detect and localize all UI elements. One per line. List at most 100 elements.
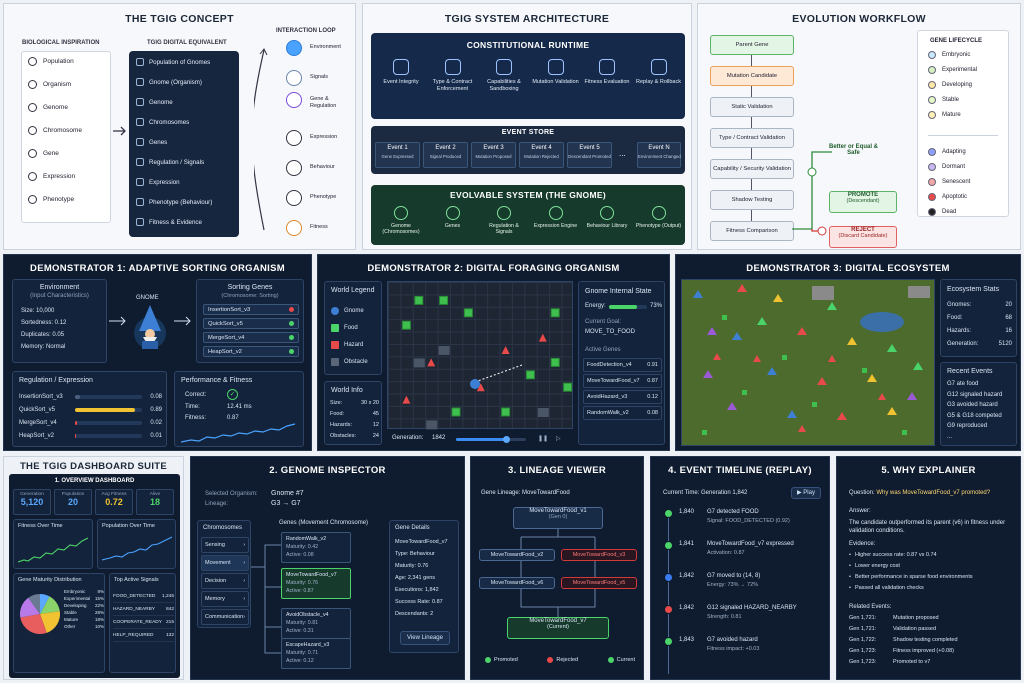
runtime-label: Capabilities & Sandboxing [487, 79, 521, 92]
chromosome-item[interactable]: Communication› [201, 609, 249, 625]
stats-title: Ecosystem Stats [947, 286, 1000, 293]
sorting-gene[interactable]: InsertionSort_v3 [203, 304, 299, 315]
related-event[interactable]: Gen 1,722:Shadow testing completed [849, 637, 1017, 648]
perf-title: Performance & Fitness [181, 377, 253, 384]
rock [908, 286, 930, 298]
sorting-gene[interactable]: QuickSort_v5 [203, 318, 299, 329]
evolvable-title: EVOLVABLE SYSTEM (THE GNOME) [450, 190, 606, 200]
workflow-arrow [751, 117, 752, 128]
chevron-right-icon: › [243, 542, 245, 548]
stat-value: 16 [1005, 328, 1012, 334]
workflow-arrow [751, 55, 752, 66]
legend-label: Obstacle [344, 358, 368, 365]
env-item: Sortedness: 0.12 [21, 320, 67, 326]
related-gen: Gen 1,722: [849, 637, 877, 643]
sorting-gene[interactable]: HeapSort_v2 [203, 346, 299, 357]
node-v5-rejected[interactable]: MoveTowardFood_v5 [561, 577, 637, 589]
active-genes-title: Active Genes [585, 347, 621, 353]
chromosome-item[interactable]: Sensing› [201, 537, 249, 553]
loop-label: Signals [310, 74, 329, 80]
detail-row: Age: 2,341 gens [395, 575, 436, 581]
evidence-text: Lower energy cost [854, 563, 900, 569]
info-value: 30 x 20 [360, 400, 379, 406]
node-v2[interactable]: MoveTowardFood_v2 [479, 549, 555, 561]
legend-title: World Legend [331, 287, 375, 294]
environment-box: Environment (Input Characteristics) Size… [12, 279, 107, 363]
event-text: G12 signaled HAZARD_NEARBY [707, 605, 797, 611]
fitness-sparkline [181, 423, 296, 443]
reject-label: REJECT [851, 227, 875, 233]
demo3-panel: DEMONSTRATOR 3: DIGITAL ECOSYSTEM Ecosys… [675, 254, 1021, 451]
gene-active: Active: 0.87 [286, 588, 314, 594]
node-v7-current[interactable]: MoveTowardFood_v7(Current) [507, 617, 609, 639]
eco-gnome [773, 294, 783, 302]
sorting-gene[interactable]: MergeSort_v4 [203, 332, 299, 343]
play-icon[interactable]: ▷ [556, 436, 561, 442]
obstacle-marker [438, 346, 450, 355]
chromosome-item[interactable]: Movement› [201, 555, 249, 571]
related-event[interactable]: Gen 1,721:Mutation proposed [849, 615, 1017, 626]
detail-row: Type: Behaviour [395, 551, 435, 557]
legend-item: Hazard [331, 336, 368, 353]
digital-icon [136, 58, 144, 66]
demo1-panel: DEMONSTRATOR 1: ADAPTIVE SORTING ORGANIS… [3, 254, 312, 451]
decision-arrows [792, 151, 832, 236]
timeline-dot-icon [664, 637, 673, 646]
pause-icon[interactable]: ❚❚ [538, 436, 549, 442]
related-event[interactable]: Gen 1,721:Validation passed [849, 626, 1017, 637]
node-v3-rejected[interactable]: MoveTowardFood_v3 [561, 549, 637, 561]
lineage-legend-label: Promoted [494, 657, 518, 663]
node-v1[interactable]: MoveTowardFood_v1(Gen 0) [513, 507, 603, 529]
recent-event: G3 avoided hazard [947, 402, 998, 408]
lifecycle-item: Dormant [928, 163, 965, 171]
generation-value: 1842 [432, 435, 446, 441]
reg-label: QuickSort_v5 [19, 406, 56, 413]
bio-icon [28, 80, 37, 89]
reg-value: 0.02 [150, 419, 162, 426]
lv-sub: Gene Lineage: MoveTowardFood [481, 490, 570, 496]
view-lineage-button[interactable]: View Lineage [400, 631, 450, 645]
slider-handle[interactable] [503, 436, 510, 443]
promote-box: PROMOTE (Descendant) [829, 191, 897, 213]
selected-value[interactable]: Gnome #7 [271, 490, 304, 497]
chromosome-item[interactable]: Decision› [201, 573, 249, 589]
lifecycle-divider [928, 135, 998, 136]
lifecycle-dot [928, 193, 936, 201]
play-button[interactable]: ▶ Play [791, 487, 821, 499]
chromosome-item[interactable]: Memory› [201, 591, 249, 607]
env-item: Size: 10,000 [21, 308, 55, 314]
eco-gnome [867, 374, 877, 382]
timeline-slider[interactable] [456, 436, 526, 443]
related-event[interactable]: Gen 1,723:Fitness improved (+0.08) [849, 648, 1017, 659]
gnome-icon [134, 305, 166, 349]
node-v6[interactable]: MoveTowardFood_v6 [479, 577, 555, 589]
bio-label: Genome [43, 104, 68, 111]
lv-title: 3. LINEAGE VIEWER [507, 465, 606, 476]
details-name: MoveTowardFood_v7 [395, 539, 448, 545]
lifecycle-label: Mature [942, 112, 961, 118]
reg-bar-fill [75, 394, 81, 399]
promote-label: PROMOTE [847, 192, 879, 198]
sorting-genes-box: Sorting Genes (Chromosome: Sorting) Inse… [196, 279, 304, 363]
digital-icon [136, 198, 144, 206]
we-title: 5. WHY EXPLAINER [881, 465, 976, 476]
detail-row: Maturity: 0.76 [395, 563, 429, 569]
related-event[interactable]: Gen 1,723:Promoted to v7 [849, 659, 1017, 670]
population-line [102, 536, 173, 561]
population-chart: Population Over Time [97, 519, 176, 569]
generation-label: Generation: [392, 435, 424, 441]
info-row: Hazards:12 [330, 422, 379, 433]
related-gen: Gen 1,721: [849, 626, 877, 632]
evolvable-label: Behaviour Library [586, 223, 628, 229]
runtime-item: Event Integrity [377, 57, 425, 86]
gene-maturity: Maturity: 0.76 [286, 580, 319, 586]
question-value: Why was MoveTowardFood_v7 promoted? [876, 490, 991, 496]
